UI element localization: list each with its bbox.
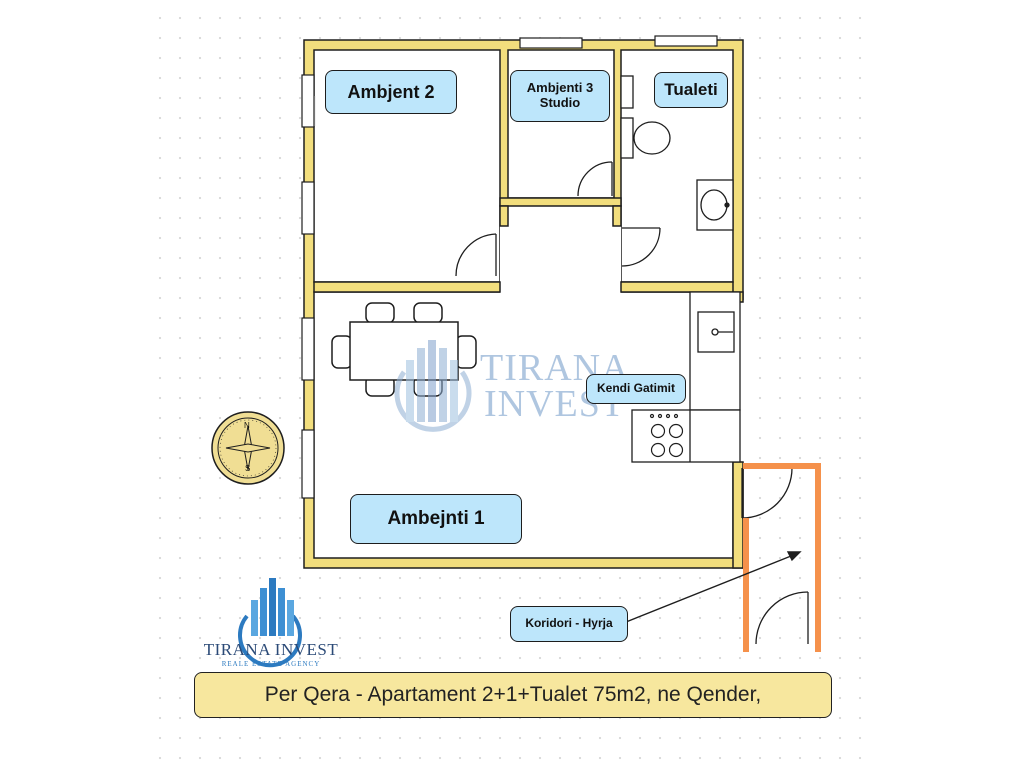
kitchen-counter [631, 291, 741, 463]
compass-icon [211, 411, 285, 485]
sink-icon [696, 179, 734, 231]
compass-north-label: N [244, 421, 250, 430]
dining-table-icon [331, 302, 477, 397]
listing-banner: Per Qera - Apartament 2+1+Tualet 75m2, n… [194, 672, 832, 718]
arrow [625, 551, 802, 623]
listing-banner-text: Per Qera - Apartament 2+1+Tualet 75m2, n… [264, 683, 762, 706]
room-label-koridori: Koridori - Hyrja [510, 606, 628, 642]
room-label-ambejnti1: Ambejnti 1 [350, 494, 522, 544]
building-logo-icon [238, 578, 302, 668]
doors [455, 161, 809, 645]
room-label-ambjent2: Ambjent 2 [325, 70, 457, 114]
windows [301, 35, 718, 499]
watermark-logo-icon [394, 340, 472, 432]
stove-icon [649, 413, 684, 458]
corridor [743, 463, 821, 652]
room-label-ambjenti3-line1: Ambjenti 3 [526, 80, 594, 96]
room-label-kendi-gatimit: Kendi Gatimit [586, 374, 686, 404]
logo-name: TIRANA INVEST [203, 640, 339, 659]
room-label-ambjenti3-line2: Studio [539, 95, 581, 110]
logo-tagline: REALE ESTATE AGENCY [221, 660, 321, 668]
toilet-icon [620, 75, 671, 159]
room-label-tualeti: Tualeti [654, 72, 728, 108]
room-label-ambjenti3: Ambjenti 3 Studio [510, 70, 610, 122]
compass-south-label: S [245, 464, 251, 473]
